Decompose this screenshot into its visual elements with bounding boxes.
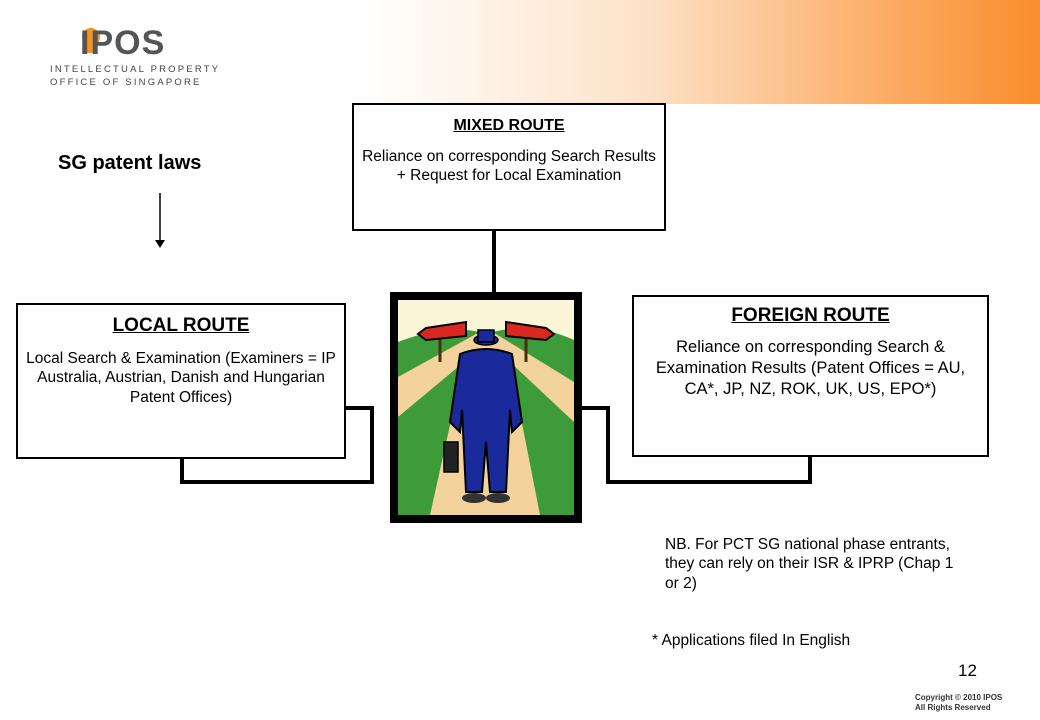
mixed-route-description: Reliance on corresponding Search Results… xyxy=(362,148,656,185)
logo-wordmark: IPOS xyxy=(80,24,166,62)
copyright-line1: Copyright © 2010 IPOS xyxy=(915,693,1003,702)
ipos-logo: IPOS INTELLECTUAL PROPERTY OFFICE OF SIN… xyxy=(50,18,230,88)
local-route-description: Local Search & Examination (Examiners = … xyxy=(26,350,336,406)
lightbulb-icon xyxy=(82,28,100,53)
connector-foreign xyxy=(582,406,812,484)
nb-note: NB. For PCT SG national phase entrants, … xyxy=(665,536,954,592)
foreign-route-description: Reliance on corresponding Search & Exami… xyxy=(655,338,966,398)
laws-arrow-head xyxy=(155,240,165,248)
copyright-line2: All Rights Reserved xyxy=(915,703,991,712)
mixed-route-title: MIXED ROUTE xyxy=(453,117,565,134)
foreign-route-box: FOREIGN ROUTE Reliance on corresponding … xyxy=(632,295,989,457)
foreign-route-title: FOREIGN ROUTE xyxy=(731,305,890,326)
connector-local xyxy=(180,406,374,484)
footnote: * Applications filed In English xyxy=(652,632,851,649)
local-route-title: LOCAL ROUTE xyxy=(112,315,250,336)
sg-patent-laws-label: SG patent laws xyxy=(58,152,202,174)
crossroads-illustration xyxy=(390,292,582,523)
mixed-route-box: MIXED ROUTE Reliance on corresponding Se… xyxy=(352,103,666,231)
logo-subtitle-line2: OFFICE OF SINGAPORE xyxy=(50,77,202,88)
header-band xyxy=(0,0,1040,104)
logo-subtitle-line1: INTELLECTUAL PROPERTY xyxy=(50,64,221,75)
copyright-notice: Copyright © 2010 IPOS All Rights Reserve… xyxy=(915,693,1002,713)
page-number: 12 xyxy=(958,661,977,680)
local-route-box: LOCAL ROUTE Local Search & Examination (… xyxy=(16,303,346,459)
